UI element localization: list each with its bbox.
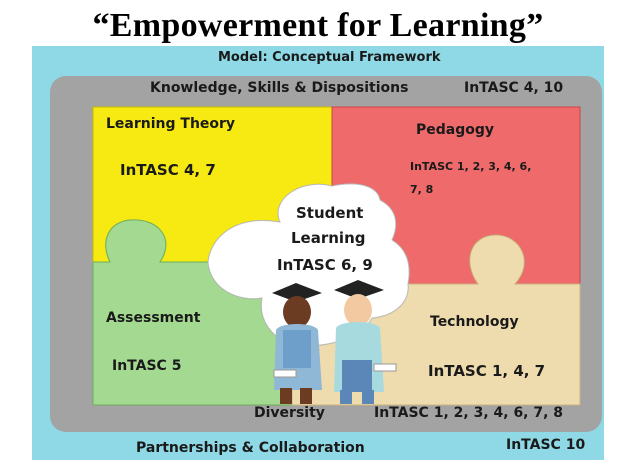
assessment-title: Assessment bbox=[106, 310, 201, 326]
top-band-label: Knowledge, Skills & Dispositions bbox=[150, 80, 409, 96]
partnerships-standards: InTASC 10 bbox=[506, 437, 586, 453]
page-title: “Empowerment for Learning” bbox=[92, 7, 544, 44]
pedagogy-standards-line1: InTASC 1, 2, 3, 4, 6, bbox=[410, 160, 532, 173]
learning-theory-standards: InTASC 4, 7 bbox=[120, 161, 216, 179]
technology-title: Technology bbox=[430, 314, 519, 330]
top-band-standards: InTASC 4, 10 bbox=[464, 80, 564, 96]
learning-theory-title: Learning Theory bbox=[106, 116, 236, 132]
diversity-label: Diversity bbox=[254, 405, 325, 421]
technology-standards: InTASC 1, 4, 7 bbox=[428, 362, 546, 380]
pedagogy-standards-line2: 7, 8 bbox=[410, 183, 434, 196]
center-line2: Learning bbox=[291, 229, 366, 247]
pedagogy-title: Pedagogy bbox=[416, 122, 495, 138]
students-illustration bbox=[272, 280, 397, 404]
center-line1: Student bbox=[296, 204, 364, 222]
model-label: Model: Conceptual Framework bbox=[218, 50, 441, 65]
center-standards: InTASC 6, 9 bbox=[277, 256, 373, 274]
assessment-standards: InTASC 5 bbox=[112, 358, 182, 374]
partnerships-label: Partnerships & Collaboration bbox=[136, 440, 365, 456]
diversity-standards: InTASC 1, 2, 3, 4, 6, 7, 8 bbox=[374, 405, 564, 421]
